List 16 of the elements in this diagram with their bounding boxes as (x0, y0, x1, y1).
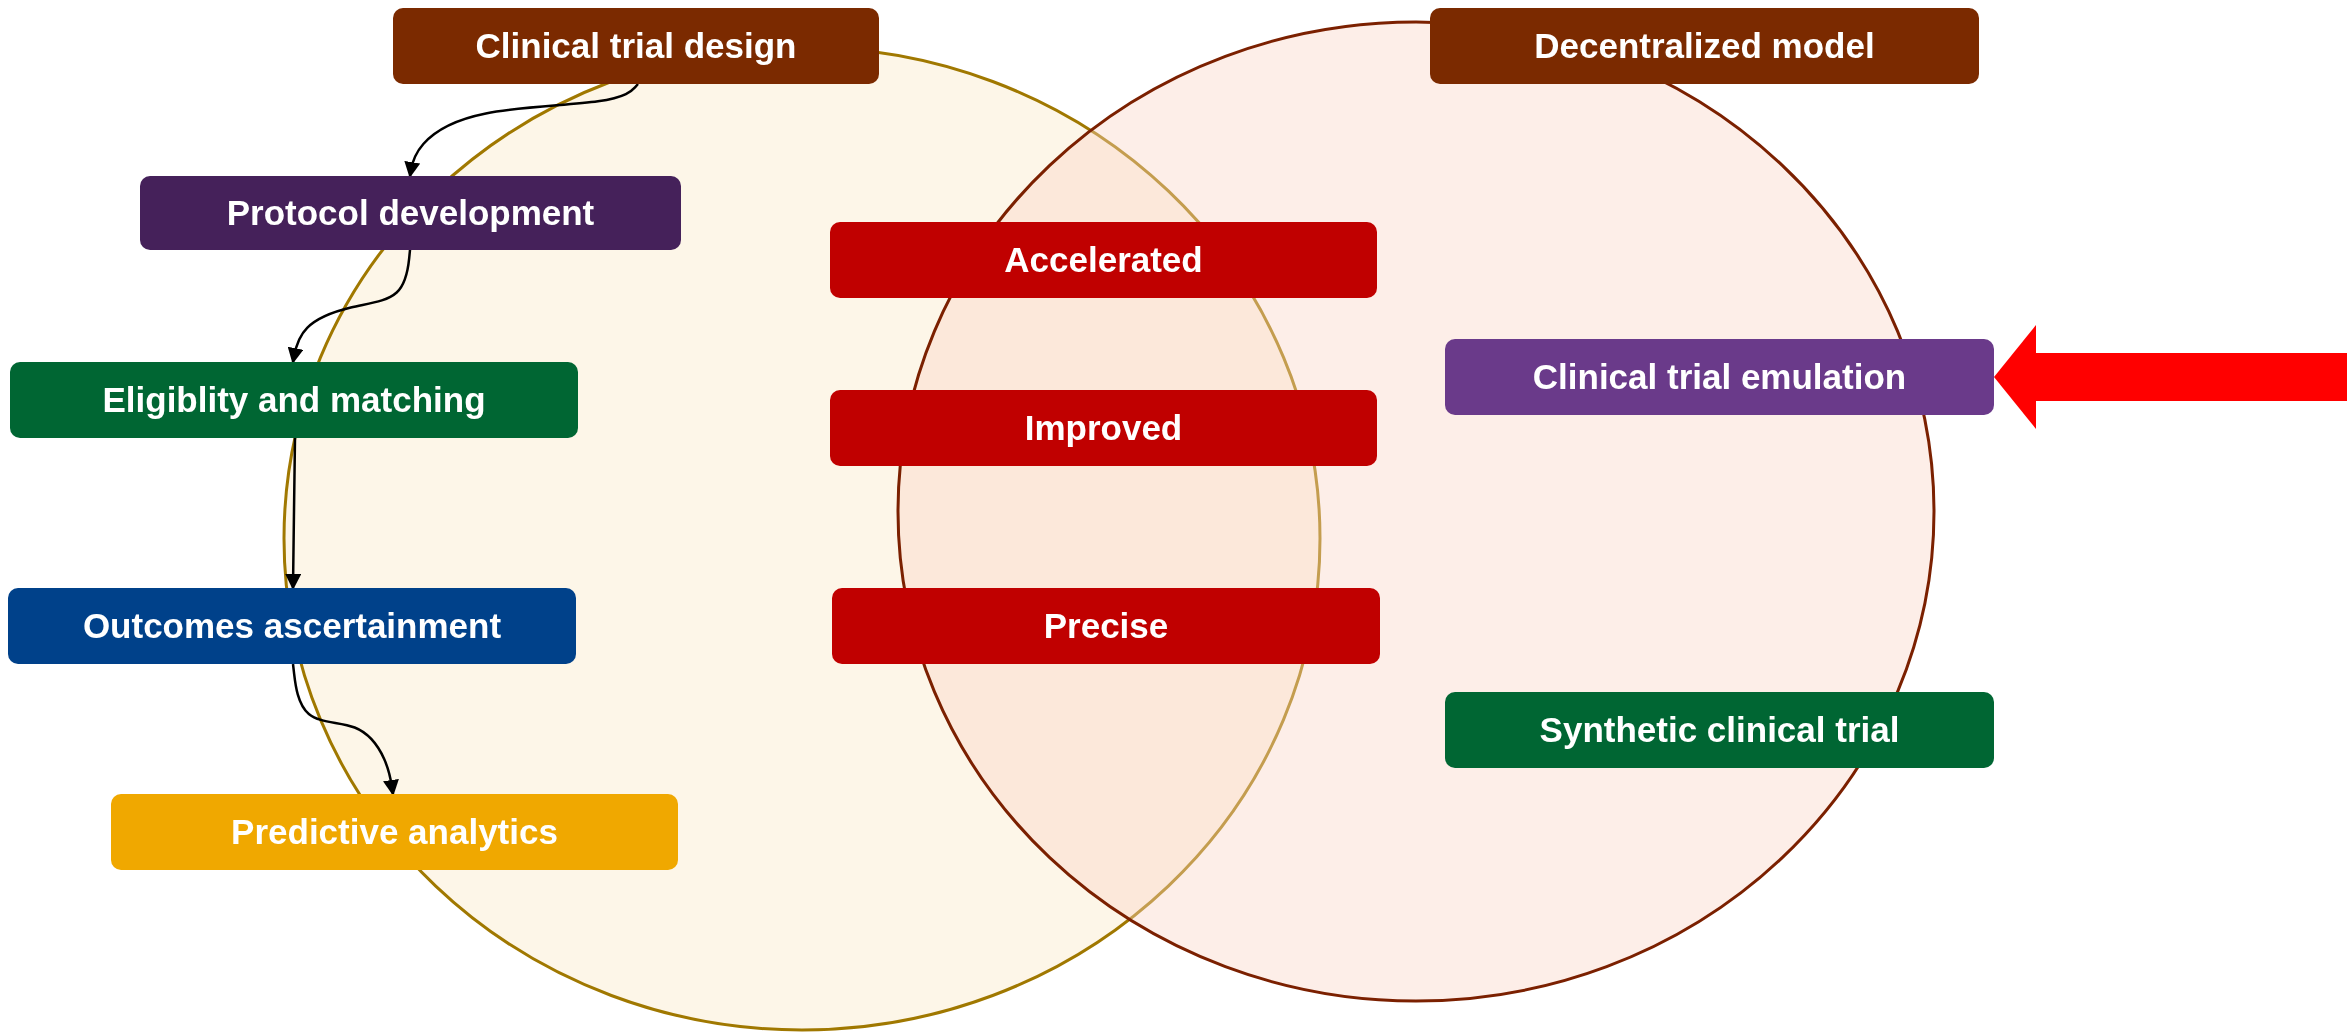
label-box: Outcomes ascertainment (8, 588, 576, 664)
label-box: Decentralized model (1430, 8, 1979, 84)
label-box: Eligiblity and matching (10, 362, 578, 438)
arrow (287, 249, 412, 364)
label-box: Predictive analytics (111, 794, 678, 870)
label-box: Precise (832, 588, 1380, 664)
arrow (291, 663, 399, 796)
label-box: Accelerated (830, 222, 1377, 298)
block-arrow (1994, 325, 2347, 429)
label-box: Synthetic clinical trial (1445, 692, 1994, 768)
label-box: Improved (830, 390, 1377, 466)
arrow (285, 438, 302, 590)
arrow (404, 83, 639, 178)
label-box: Clinical trial emulation (1445, 339, 1994, 415)
label-box: Clinical trial design (393, 8, 879, 84)
label-box: Protocol development (140, 176, 681, 250)
